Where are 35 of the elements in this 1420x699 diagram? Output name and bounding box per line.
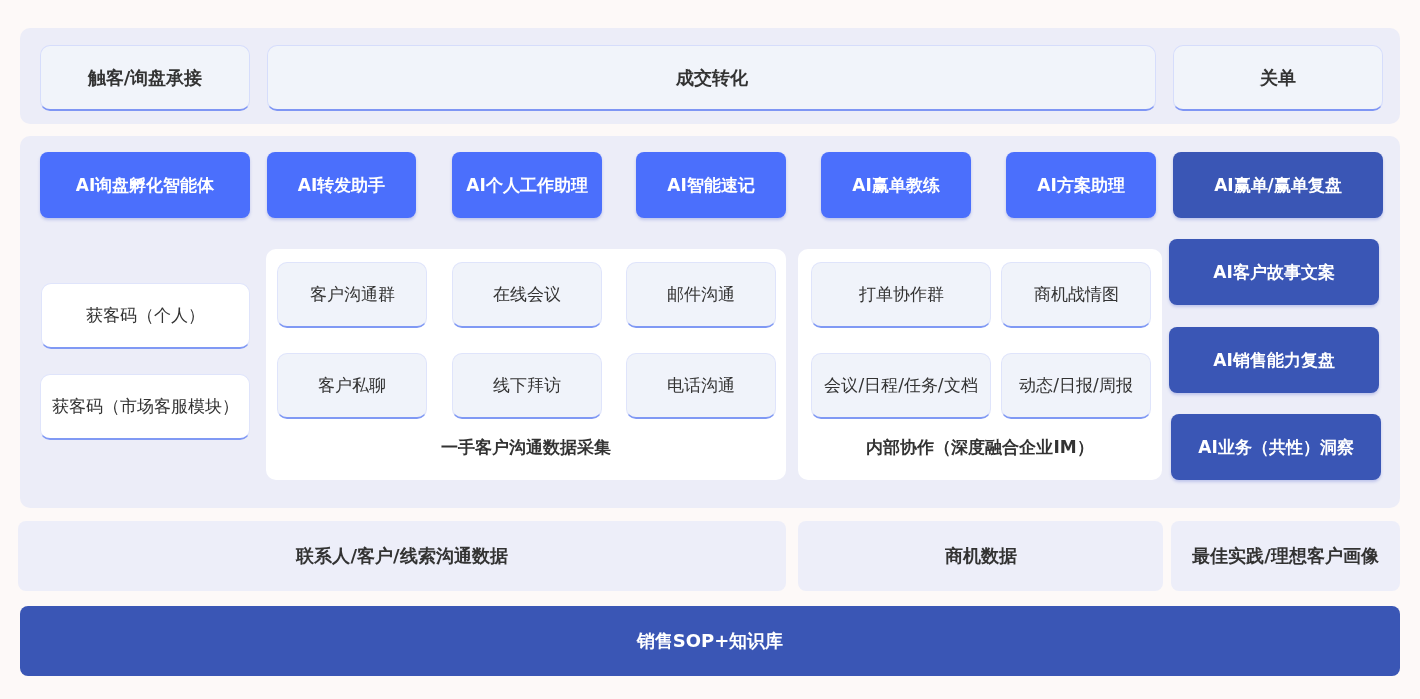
ai-review-card: AI销售能力复盘 [1169, 327, 1379, 393]
ai-review-card: AI赢单/赢单复盘 [1173, 152, 1383, 218]
channel-card: 在线会议 [452, 262, 602, 328]
channel-card: 邮件沟通 [626, 262, 776, 328]
data-source-card: 联系人/客户/线索沟通数据 [18, 521, 786, 591]
ai-agent-card: AI转发助手 [267, 152, 416, 218]
collaboration-panel [798, 249, 1162, 480]
channel-card: 电话沟通 [626, 353, 776, 419]
stage-header: 关单 [1173, 45, 1383, 111]
data-collection-panel [266, 249, 786, 480]
ai-agent-card: AI询盘孵化智能体 [40, 152, 250, 218]
ai-tools-band [20, 136, 1400, 508]
section-title: 一手客户沟通数据采集 [441, 436, 611, 459]
collaboration-card: 商机战情图 [1001, 262, 1151, 328]
collaboration-card: 会议/日程/任务/文档 [811, 353, 991, 419]
channel-card: 客户私聊 [277, 353, 427, 419]
collaboration-card: 打单协作群 [811, 262, 991, 328]
ai-agent-card: AI赢单教练 [821, 152, 971, 218]
ai-agent-card: AI智能速记 [636, 152, 786, 218]
stage-header: 成交转化 [267, 45, 1156, 111]
lead-code-card: 获客码（个人） [41, 283, 250, 349]
channel-card: 客户沟通群 [277, 262, 427, 328]
section-title: 内部协作（深度融合企业IM） [866, 436, 1094, 459]
ai-review-card: AI业务（共性）洞察 [1171, 414, 1381, 480]
data-source-card: 商机数据 [798, 521, 1163, 591]
knowledge-base-bar: 销售SOP+知识库 [20, 606, 1400, 676]
channel-card: 线下拜访 [452, 353, 602, 419]
stage-header: 触客/询盘承接 [40, 45, 250, 111]
data-source-card: 最佳实践/理想客户画像 [1171, 521, 1400, 591]
lead-code-card: 获客码（市场客服模块） [40, 374, 250, 440]
ai-agent-card: AI方案助理 [1006, 152, 1156, 218]
collaboration-card: 动态/日报/周报 [1001, 353, 1151, 419]
ai-review-card: AI客户故事文案 [1169, 239, 1379, 305]
stage-band [20, 28, 1400, 124]
ai-agent-card: AI个人工作助理 [452, 152, 602, 218]
